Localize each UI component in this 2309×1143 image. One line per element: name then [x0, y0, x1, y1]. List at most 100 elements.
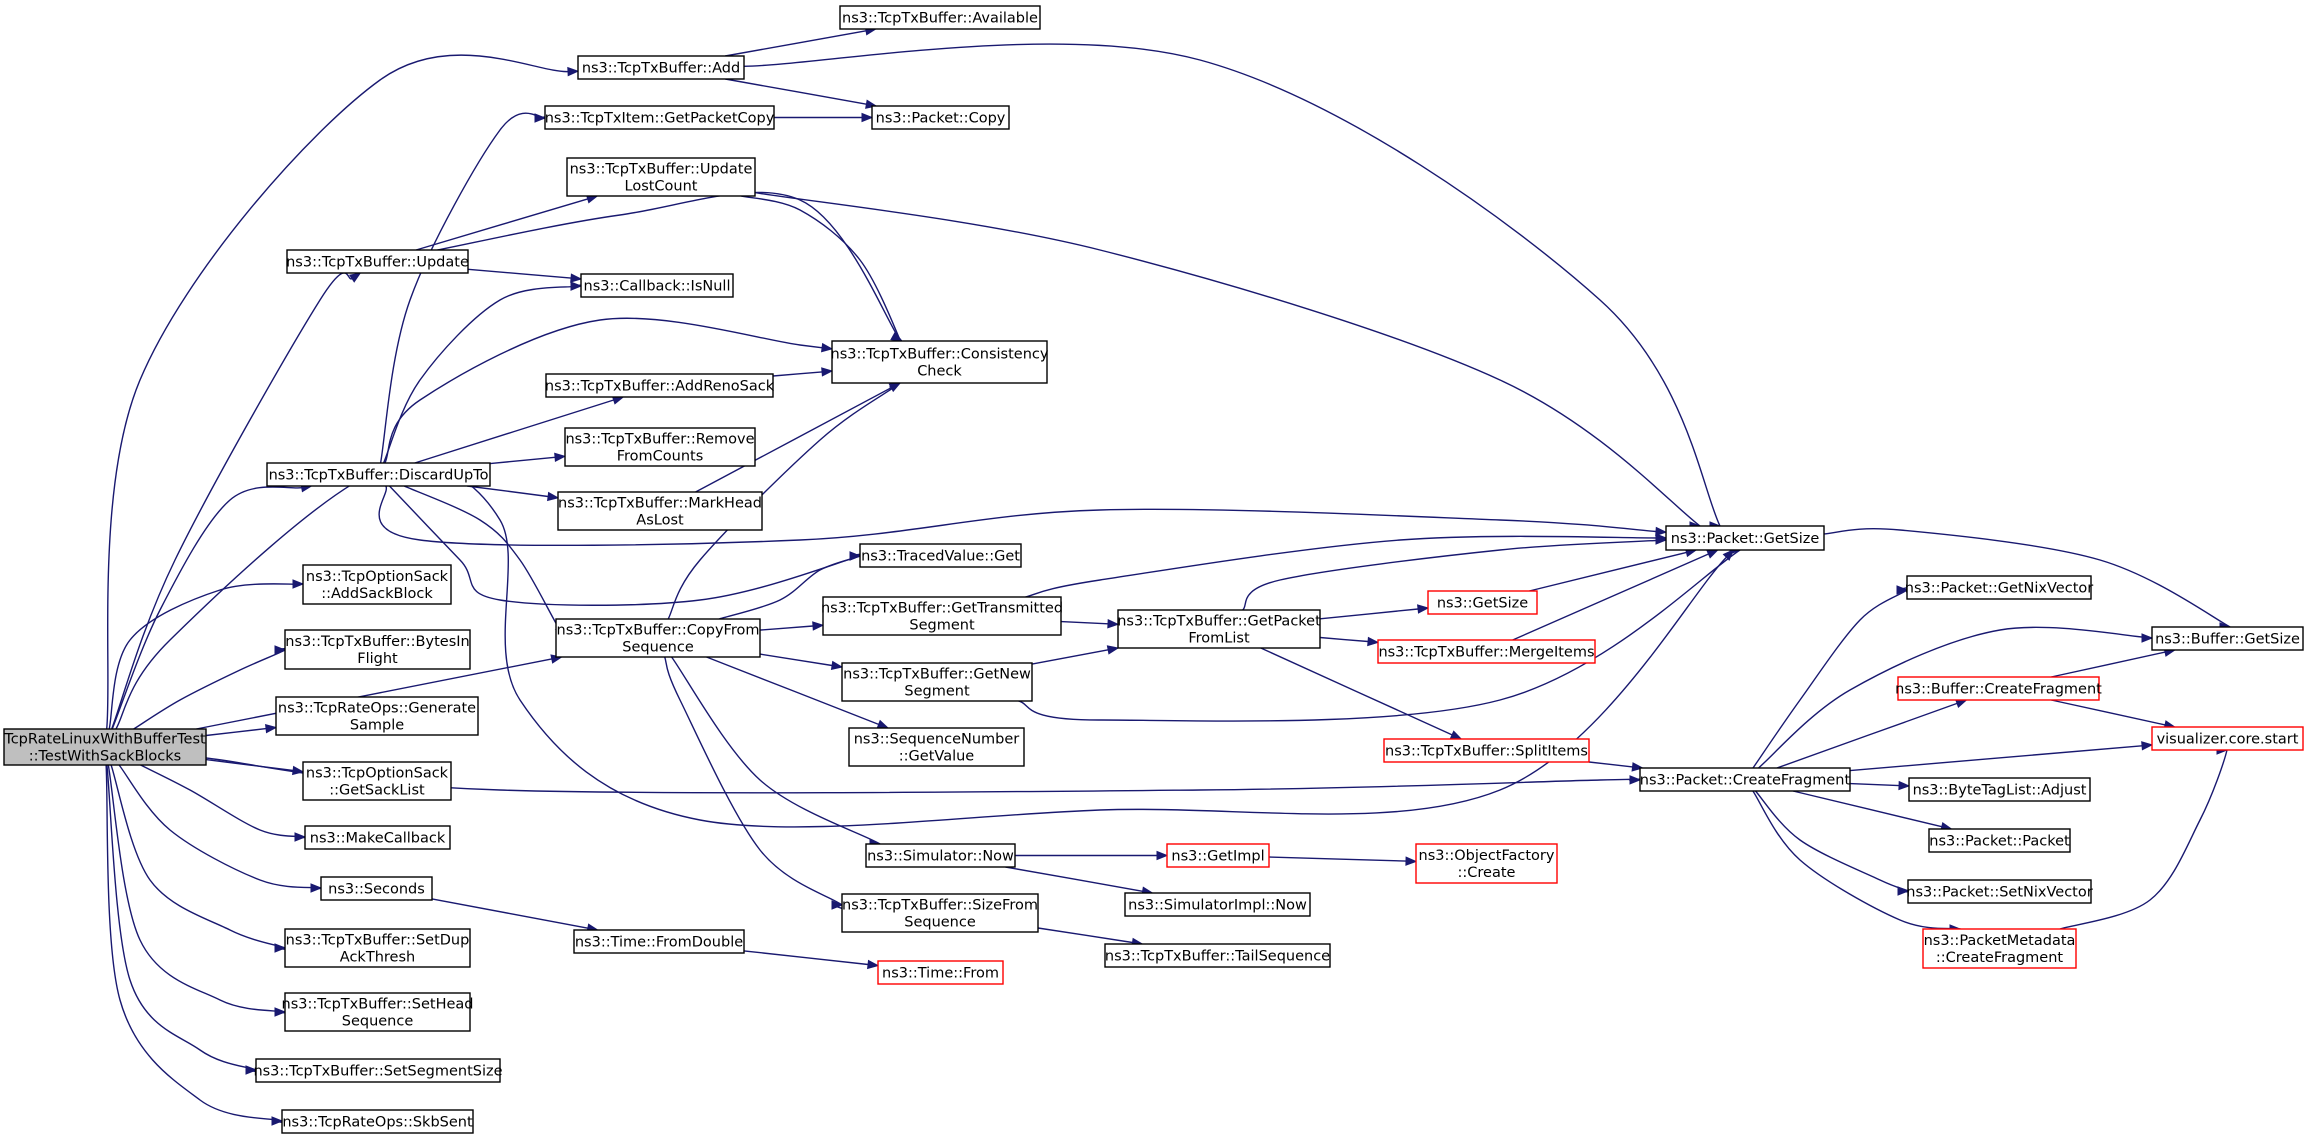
function-node-vizstart[interactable]: visualizer.core.start — [2151, 726, 2304, 751]
node-label: FromCounts — [617, 449, 704, 465]
node-label: Segment — [909, 618, 975, 634]
call-edge-arrowhead — [274, 943, 287, 953]
node-label: ns3::TcpTxBuffer::AddRenoSack — [545, 379, 775, 395]
truncated-node-box — [1897, 676, 2100, 701]
node-box — [822, 596, 1062, 636]
call-edge-packetcreatefrag-to-bytetagadjust — [1849, 782, 1900, 787]
node-label: ns3::TcpTxBuffer::Update — [286, 255, 469, 271]
function-node-bytetagadjust[interactable]: ns3::ByteTagList::Adjust — [1908, 777, 2091, 802]
function-node-buffergetsize[interactable]: ns3::Buffer::GetSize — [2151, 626, 2304, 651]
truncated-node-box — [1377, 639, 1596, 664]
function-node-addsackblock[interactable]: ns3::TcpOptionSack::AddSackBlock — [302, 564, 452, 605]
call-edge-gettransmitted-to-packetgetsize — [1025, 535, 1684, 598]
function-node-buffercreatefrag[interactable]: ns3::Buffer::CreateFragment — [1895, 676, 2102, 701]
call-edge-arrowhead — [534, 113, 547, 123]
node-label: visualizer.core.start — [2157, 732, 2299, 748]
call-edge-getpacketfromlist-to-getsize — [1319, 608, 1419, 620]
node-label: ns3::TcpTxBuffer::SplitItems — [1385, 744, 1588, 760]
call-edge-arrowhead — [861, 112, 874, 123]
function-node-makecallback[interactable]: ns3::MakeCallback — [304, 825, 451, 850]
function-node-tailseq[interactable]: ns3::TcpTxBuffer::TailSequence — [1104, 943, 1331, 968]
function-node-packetpacket[interactable]: ns3::Packet::Packet — [1928, 828, 2071, 853]
function-node-skbsent[interactable]: ns3::TcpRateOps::SkbSent — [281, 1109, 474, 1134]
function-node-setsegsize[interactable]: ns3::TcpTxBuffer::SetSegmentSize — [253, 1058, 503, 1083]
call-edge-add-to-packetcopy — [725, 78, 867, 105]
call-edge-arrowhead — [890, 331, 903, 342]
call-edge-arrowhead — [1417, 604, 1430, 614]
call-edge-arrowhead — [831, 900, 844, 910]
function-node-getpacketcopy[interactable]: ns3::TcpTxItem::GetPacketCopy — [544, 105, 775, 130]
call-edge-arrowhead — [294, 832, 307, 842]
function-node-add[interactable]: ns3::TcpTxBuffer::Add — [577, 55, 745, 80]
node-label: ns3::TcpTxBuffer::BytesIn — [285, 634, 469, 650]
node-label: ns3::Callback::IsNull — [584, 279, 731, 295]
node-label: LostCount — [625, 179, 698, 195]
function-node-packetcreatefrag[interactable]: ns3::Packet::CreateFragment — [1639, 767, 1851, 792]
function-node-available[interactable]: ns3::TcpTxBuffer::Available — [839, 5, 1041, 30]
node-box — [1104, 943, 1331, 968]
node-label: ns3::TcpTxBuffer::SizeFrom — [842, 898, 1038, 914]
call-edge-arrowhead — [1898, 780, 1911, 791]
function-node-getimpl[interactable]: ns3::GetImpl — [1166, 843, 1270, 868]
call-edge-update-to-updatelost — [415, 198, 588, 251]
function-node-mergeitems[interactable]: ns3::TcpTxBuffer::MergeItems — [1377, 639, 1596, 664]
truncated-node-box — [1922, 928, 2077, 969]
node-label: ns3::TcpTxBuffer::CopyFrom — [557, 623, 760, 639]
function-node-addrenosack[interactable]: ns3::TcpTxBuffer::AddRenoSack — [545, 373, 775, 398]
call-edge-root-to-add — [106, 54, 569, 730]
truncated-node-box — [1166, 843, 1270, 868]
call-edge-arrowhead — [876, 719, 890, 729]
call-edge-gettransmitted-to-getpacketfromlist — [1060, 620, 1109, 625]
node-box — [1117, 609, 1321, 649]
function-node-setnixvector[interactable]: ns3::Packet::SetNixVector — [1906, 879, 2093, 904]
call-edge-copyfromseq-to-gettransmitted — [759, 625, 814, 631]
node-box — [1928, 828, 2071, 853]
function-node-packetgetsize[interactable]: ns3::Packet::GetSize — [1665, 525, 1825, 551]
node-label: ns3::ByteTagList::Adjust — [1913, 783, 2087, 799]
call-edge-packetcreatefrag-to-vizstart — [1849, 745, 2143, 772]
node-box — [544, 105, 775, 130]
node-box — [841, 662, 1033, 702]
function-node-timefrom[interactable]: ns3::Time::From — [877, 960, 1004, 985]
function-node-objfactorycreate[interactable]: ns3::ObjectFactory::Create — [1415, 843, 1558, 884]
function-node-simnow[interactable]: ns3::Simulator::Now — [865, 843, 1016, 868]
node-box — [302, 761, 452, 801]
call-edge-arrowhead — [867, 959, 880, 970]
function-node-tracedget[interactable]: ns3::TracedValue::Get — [859, 543, 1022, 568]
function-node-update[interactable]: ns3::TcpTxBuffer::Update — [286, 249, 469, 274]
function-node-discardupto[interactable]: ns3::TcpTxBuffer::DiscardUpTo — [266, 462, 491, 487]
node-label: ns3::Seconds — [328, 882, 425, 898]
call-edge-root-to-discardupto — [111, 486, 302, 730]
call-edge-root-to-seconds — [118, 764, 324, 890]
call-edge-arrowhead — [1897, 886, 1910, 896]
function-node-timefromdouble[interactable]: ns3::Time::FromDouble — [573, 929, 745, 954]
node-label: AckThresh — [340, 950, 415, 966]
function-node-splititems[interactable]: ns3::TcpTxBuffer::SplitItems — [1383, 738, 1590, 763]
function-node-metacreatefrag[interactable]: ns3::PacketMetadata::CreateFragment — [1922, 928, 2077, 969]
function-node-getnixvector[interactable]: ns3::Packet::GetNixVector — [1905, 575, 2093, 600]
function-node-getsize[interactable]: ns3::GetSize — [1427, 590, 1538, 615]
function-node-packetcopy[interactable]: ns3::Packet::Copy — [871, 105, 1010, 130]
function-node-simimplnow[interactable]: ns3::SimulatorImpl::Now — [1124, 892, 1311, 917]
function-node-seqgetvalue[interactable]: ns3::SequenceNumber::GetValue — [848, 727, 1025, 767]
function-node-seconds[interactable]: ns3::Seconds — [320, 876, 433, 901]
function-node-getsacklist[interactable]: ns3::TcpOptionSack::GetSackList — [302, 761, 452, 801]
call-edge-arrowhead — [1405, 856, 1418, 866]
function-node-isnull[interactable]: ns3::Callback::IsNull — [580, 273, 734, 298]
call-edge-packetcreatefrag-to-packetpacket — [1792, 790, 1942, 828]
node-label: AsLost — [636, 513, 684, 529]
node-box — [545, 373, 774, 398]
